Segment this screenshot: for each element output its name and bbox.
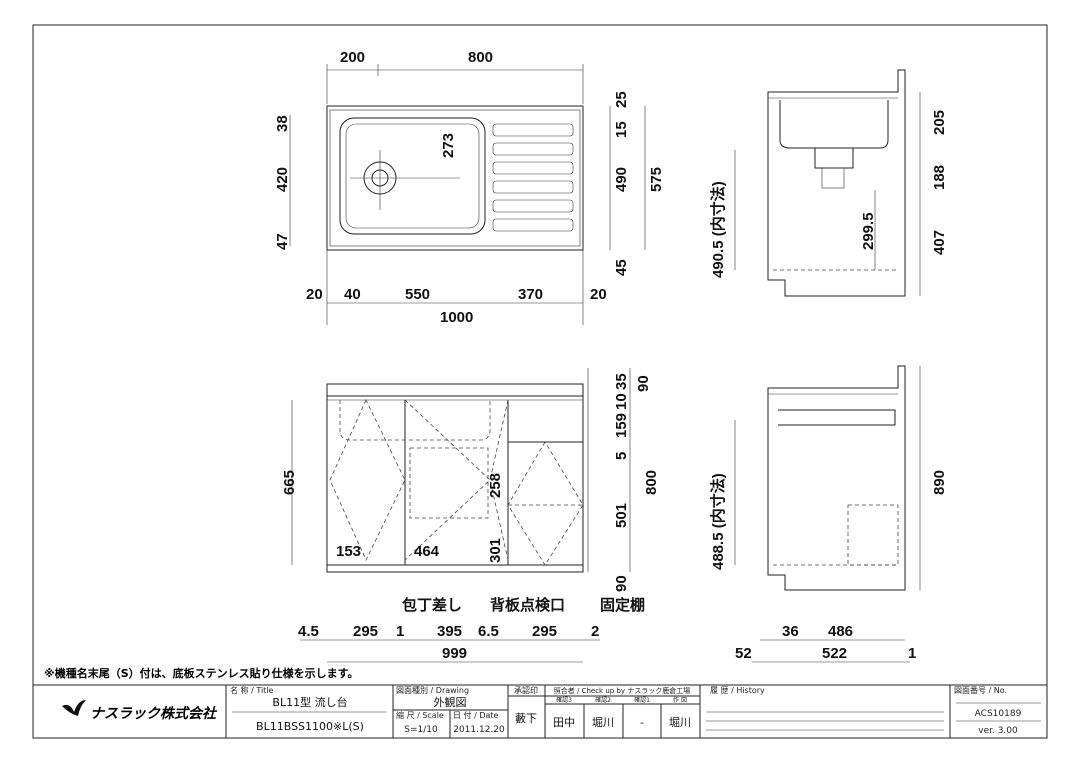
- side-view-bottom: 488.5 (内寸法) 890 36 486 52 522 1: [709, 365, 948, 663]
- dim-text: 200: [340, 49, 365, 66]
- checker-name: -: [640, 716, 644, 729]
- dim-text: 47: [274, 233, 291, 250]
- dim-text: 40: [344, 286, 361, 303]
- dim-text: 273: [440, 133, 457, 158]
- dim-text: 90: [635, 375, 652, 392]
- dim-text: 45: [613, 259, 630, 276]
- dim-text: 6.5: [478, 623, 499, 640]
- plan-view: 200 800 38 420 47 273 25 15 490 45 575 2…: [274, 49, 665, 326]
- approval-name: 藪下: [515, 712, 537, 725]
- dim-text: 258: [487, 473, 504, 498]
- spec-note: ※機種名末尾（S）付は、底板ステンレス貼り仕様を示します。: [44, 666, 359, 680]
- drawing-type: 外観図: [434, 695, 467, 709]
- company-logo-icon: [62, 700, 86, 716]
- checker-role: 確認2: [595, 696, 611, 704]
- dim-text: 295: [532, 623, 557, 640]
- dim-text: 52: [735, 645, 752, 662]
- dim-text: 1: [396, 623, 404, 640]
- dim-text: 488.5 (内寸法): [709, 473, 727, 570]
- drawing-label: 図面種別 / Drawing: [396, 685, 469, 695]
- callout-label: 固定棚: [600, 596, 645, 614]
- company-name: ナスラック株式会社: [90, 705, 218, 722]
- date-value: 2011.12.20: [453, 725, 505, 735]
- dim-text: 4.5: [298, 623, 319, 640]
- dim-text: 550: [405, 286, 430, 303]
- version: ver. 3.00: [978, 726, 1018, 736]
- drawing-number: ACS10189: [975, 709, 1022, 719]
- scale-label: 縮 尺 / Scale: [396, 710, 444, 720]
- dim-text: 295: [353, 623, 378, 640]
- dim-text: 522: [822, 645, 847, 662]
- checker-name: 堀川: [669, 716, 691, 729]
- side-view-top: 490.5 (内寸法) 299.5 205 188 407: [709, 69, 948, 297]
- dim-text: 1000: [440, 309, 473, 326]
- title-label: 名 称 / Title: [230, 685, 274, 695]
- dim-text: 800: [468, 49, 493, 66]
- drawing-no-label: 図面番号 / No.: [954, 685, 1007, 695]
- dim-text: 420: [274, 167, 291, 192]
- dim-text: 159: [613, 413, 630, 438]
- dim-text: 999: [442, 645, 467, 662]
- dim-text: 299.5: [860, 212, 877, 250]
- dim-text: 800: [643, 470, 660, 495]
- checker-role: 作 図: [673, 696, 687, 704]
- checker-role: 確認3: [556, 696, 572, 704]
- check-label: 照合者 / Check up by ナスラック鹿倉工場: [554, 686, 690, 695]
- dim-text: 575: [648, 167, 665, 192]
- dim-text: 1: [908, 645, 916, 662]
- date-label: 日 付 / Date: [453, 710, 499, 720]
- callout-label: 包丁差し: [402, 596, 462, 614]
- dim-text: 370: [518, 286, 543, 303]
- dim-text: 395: [437, 623, 462, 640]
- dim-text: 501: [613, 503, 630, 528]
- dim-text: 36: [782, 623, 799, 640]
- dim-text: 205: [931, 110, 948, 135]
- drawing-title: BL11型 流し台: [272, 695, 347, 709]
- dim-text: 20: [306, 286, 323, 303]
- scale-value: S=1/10: [404, 725, 438, 735]
- checker-role: 確認1: [634, 696, 650, 704]
- dim-text: 490.5 (内寸法): [709, 181, 727, 278]
- dim-text: 490: [613, 167, 630, 192]
- model-number: BL11BSS1100※L(S): [256, 720, 364, 733]
- dim-text: 15: [613, 121, 630, 138]
- dim-text: 188: [931, 165, 948, 190]
- dim-text: 2: [591, 623, 599, 640]
- title-block: ナスラック株式会社 名 称 / Title BL11型 流し台 BL11BSS1…: [32, 684, 1048, 739]
- dim-text: 486: [828, 623, 853, 640]
- dim-text: 464: [414, 543, 440, 560]
- history-label: 履 歴 / History: [710, 686, 765, 695]
- dim-text: 10: [613, 393, 630, 410]
- dim-text: 407: [931, 230, 948, 255]
- dim-text: 665: [281, 470, 298, 495]
- dim-text: 20: [590, 286, 607, 303]
- dim-text: 5: [613, 452, 630, 460]
- dim-text: 38: [274, 115, 291, 132]
- dim-text: 153: [336, 543, 361, 560]
- checker-name: 堀川: [592, 716, 614, 729]
- dim-text: 301: [487, 538, 504, 563]
- dim-text: 90: [613, 575, 630, 592]
- checker-name: 田中: [553, 716, 575, 729]
- approval-label: 承認印: [514, 685, 538, 695]
- dim-text: 35: [613, 373, 630, 390]
- dim-text: 890: [931, 470, 948, 495]
- dim-text: 25: [613, 91, 630, 108]
- front-view: 35 90 10 159 5 501 90 800 665 258 301 15…: [281, 368, 660, 663]
- callout-label: 背板点検口: [490, 596, 565, 614]
